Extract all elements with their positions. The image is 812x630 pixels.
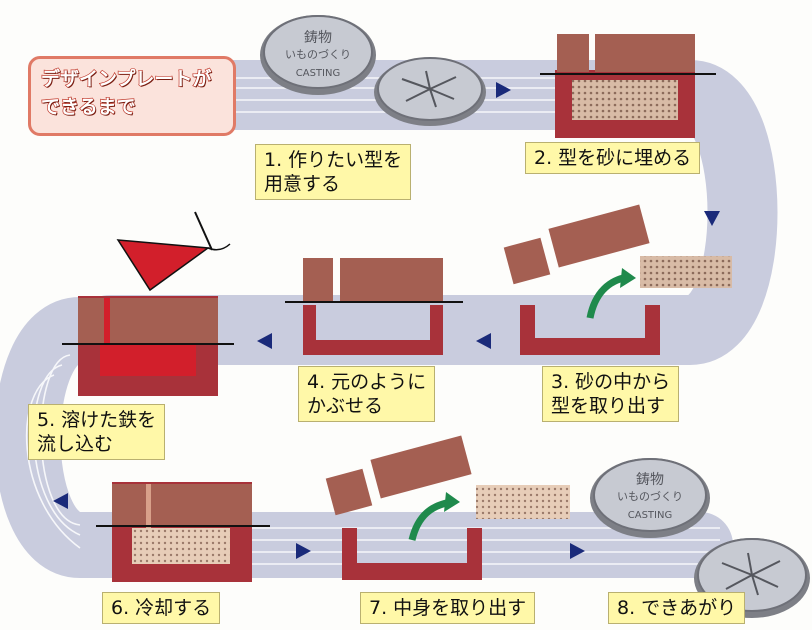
finished-plate-bottom-text: CASTING	[628, 510, 672, 521]
mold-pouring	[62, 296, 234, 396]
diagram-title: デザインプレートが できるまで	[28, 56, 236, 136]
step-6-label: 6. 冷却する	[102, 592, 221, 624]
finished-plate-top-text: 鋳物	[636, 471, 664, 488]
mold-recovered	[285, 258, 463, 355]
mold-lifted	[503, 204, 732, 355]
plate-bottom-text: CASTING	[296, 68, 340, 79]
template-plate-flower	[374, 57, 486, 126]
step-8-label: 8. できあがり	[608, 592, 746, 624]
arrow-right-3	[570, 543, 585, 559]
title-line-1: デザインプレートが	[40, 67, 212, 90]
arrow-left-2	[257, 333, 272, 349]
arrow-right-2	[296, 543, 311, 559]
arrow-down	[704, 211, 720, 226]
step-3-label: 3. 砂の中から 型を取り出す	[542, 366, 680, 422]
step-7-label: 7. 中身を取り出す	[360, 592, 536, 624]
plate-top-text: 鋳物	[304, 29, 332, 46]
template-plate-logo: 鋳物 いものづくり CASTING	[260, 15, 376, 95]
ladle	[116, 211, 231, 292]
mold-opened	[325, 435, 570, 580]
mold-buried	[540, 34, 716, 138]
mold-cooling	[96, 482, 270, 582]
step-4-label: 4. 元のように かぶせる	[298, 366, 436, 422]
finished-plate-middle-text: いものづくり	[617, 490, 683, 503]
finished-plate-logo: 鋳物 いものづくり CASTING	[590, 458, 710, 538]
step-1-label: 1. 作りたい型を 用意する	[255, 144, 412, 200]
plate-middle-text: いものづくり	[285, 48, 351, 61]
step-2-label: 2. 型を砂に埋める	[525, 142, 701, 174]
step-5-label: 5. 溶けた鉄を 流し込む	[28, 404, 166, 460]
title-line-2: できるまで	[40, 95, 136, 118]
arrow-left-3	[53, 493, 68, 509]
arrow-left-1	[476, 333, 491, 349]
arrow-right-1	[496, 82, 511, 98]
